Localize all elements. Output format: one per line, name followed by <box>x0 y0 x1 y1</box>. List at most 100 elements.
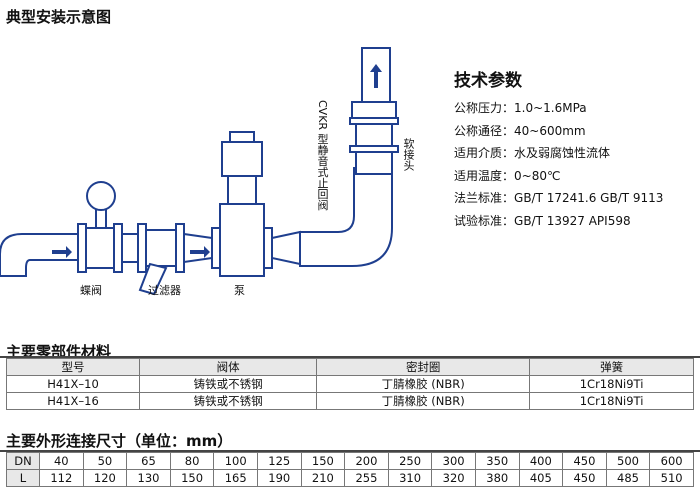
row-header-dn: DN <box>6 452 40 470</box>
table-cell: 450 <box>562 469 607 487</box>
pump-flange-left <box>211 227 221 269</box>
table-row-l: L 112 120 130 150 165 190 210 255 310 32… <box>6 469 694 487</box>
table-row-dn: DN 40 50 65 80 100 125 150 200 250 300 3… <box>6 452 694 470</box>
spec-label: 法兰标准： <box>454 191 515 205</box>
spec-value: 水及弱腐蚀性流体 <box>514 146 611 160</box>
check-valve-label: CVKR 型静音式止回阀 <box>316 100 329 211</box>
dims-divider <box>0 450 700 452</box>
table-cell: 165 <box>213 469 258 487</box>
table-cell: H41X–10 <box>5 375 141 393</box>
pipe-segment-1 <box>121 233 139 263</box>
table-cell: 铸铁或不锈钢 <box>139 375 318 393</box>
table-cell: 250 <box>387 452 433 470</box>
table-cell: 1Cr18Ni9Ti <box>529 392 694 410</box>
spec-row: 公称压力：1.0~1.6MPa <box>454 97 663 120</box>
table-cell: 铸铁或不锈钢 <box>139 392 318 410</box>
filter-flange-left <box>137 223 147 273</box>
butterfly-handwheel <box>86 181 116 211</box>
spec-label: 公称压力： <box>454 101 515 115</box>
spec-value: 1.0~1.6MPa <box>514 101 587 115</box>
spec-row: 试验标准：GB/T 13927 API598 <box>454 210 663 233</box>
soft-joint <box>355 151 393 175</box>
pump-motor <box>221 141 263 177</box>
table-cell: 80 <box>169 452 215 470</box>
table-cell: 210 <box>300 469 346 487</box>
spec-value: GB/T 13927 API598 <box>514 213 631 228</box>
filter-leg <box>138 262 168 296</box>
dims-table: DN 40 50 65 80 100 125 150 200 250 300 3… <box>6 452 694 487</box>
table-cell: 190 <box>256 469 302 487</box>
install-diagram-title: 典型安装示意图 <box>6 8 112 26</box>
tech-params-list: 公称压力：1.0~1.6MPa 公称通径：40~600mm 适用介质：水及弱腐蚀… <box>454 97 663 232</box>
butterfly-flange-right <box>113 223 123 273</box>
soft-joint-label: 软接头 <box>402 138 415 171</box>
table-cell: 120 <box>82 469 128 487</box>
table-cell: 200 <box>344 452 389 470</box>
table-cell: 500 <box>605 452 651 470</box>
pump-body <box>219 203 265 277</box>
spec-label: 适用介质： <box>454 146 515 160</box>
table-cell: 255 <box>344 469 389 487</box>
parts-divider <box>0 356 700 358</box>
butterfly-flange-left <box>77 223 87 273</box>
table-cell: 40 <box>39 452 84 470</box>
col-header-spring: 弹簧 <box>529 358 694 376</box>
spec-label: 试验标准： <box>454 213 515 228</box>
table-cell: 600 <box>649 452 694 470</box>
tech-params-title: 技术参数 <box>454 71 522 91</box>
spec-value: 0~80℃ <box>514 168 561 183</box>
col-header-seal: 密封圈 <box>316 358 531 376</box>
table-cell: 65 <box>126 452 171 470</box>
table-cell: 112 <box>39 469 84 487</box>
filter-flange-right <box>175 223 185 273</box>
table-header-row: 型号 阀体 密封圈 弹簧 <box>5 358 694 376</box>
flow-arrow-1 <box>52 246 72 258</box>
table-cell: 150 <box>300 452 346 470</box>
pump-motor-cap <box>229 131 255 143</box>
table-cell: 丁腈橡胶 (NBR) <box>316 375 531 393</box>
check-valve-body <box>355 123 393 147</box>
flow-arrow-2 <box>190 246 210 258</box>
pump-label: 泵 <box>234 284 245 297</box>
table-cell: 485 <box>605 469 651 487</box>
table-cell: 1Cr18Ni9Ti <box>529 375 694 393</box>
pump-flange-right <box>263 227 273 269</box>
row-header-l: L <box>6 469 40 487</box>
spec-row: 适用温度：0~80℃ <box>454 165 663 188</box>
table-cell: 125 <box>256 452 302 470</box>
pump-coupling <box>227 175 257 205</box>
spec-value: GB/T 17241.6 GB/T 9113 <box>514 191 664 205</box>
spec-value: 40~600mm <box>514 123 586 138</box>
spec-label: 公称通径： <box>454 123 515 138</box>
spec-label: 适用温度： <box>454 168 515 183</box>
table-cell: 405 <box>518 469 564 487</box>
table-cell: 100 <box>213 452 258 470</box>
table-cell: 400 <box>518 452 564 470</box>
upper-pipe-flange <box>351 101 397 119</box>
spec-row: 公称通径：40~600mm <box>454 120 663 143</box>
spec-row: 法兰标准：GB/T 17241.6 GB/T 9113 <box>454 187 663 210</box>
table-cell: 丁腈橡胶 (NBR) <box>316 392 531 410</box>
col-header-body: 阀体 <box>139 358 318 376</box>
butterfly-body <box>85 227 115 269</box>
parts-table: 型号 阀体 密封圈 弹簧 H41X–10 铸铁或不锈钢 丁腈橡胶 (NBR) 1… <box>5 358 694 410</box>
table-cell: 450 <box>562 452 607 470</box>
pipeline-drawing <box>0 47 399 296</box>
installation-diagram: 蝶阀 过滤器 泵 CVKR 型静音式止回阀 软接头 <box>0 28 450 340</box>
table-cell: 50 <box>82 452 128 470</box>
table-cell: 300 <box>431 452 476 470</box>
table-row: H41X–16 铸铁或不锈钢 丁腈橡胶 (NBR) 1Cr18Ni9Ti <box>5 392 694 410</box>
butterfly-valve-label: 蝶阀 <box>80 284 102 297</box>
table-cell: 380 <box>474 469 520 487</box>
table-row: H41X–10 铸铁或不锈钢 丁腈橡胶 (NBR) 1Cr18Ni9Ti <box>5 375 694 393</box>
outlet-elbow <box>299 167 393 267</box>
spec-row: 适用介质：水及弱腐蚀性流体 <box>454 142 663 165</box>
inlet-elbow <box>0 233 81 277</box>
filter-label: 过滤器 <box>148 284 181 297</box>
table-cell: 350 <box>474 452 520 470</box>
dims-title: 主要外形连接尺寸（单位：mm） <box>6 432 233 450</box>
col-header-model: 型号 <box>5 358 141 376</box>
table-cell: H41X–16 <box>5 392 141 410</box>
filter-body <box>145 229 177 267</box>
reducer-1 <box>183 232 213 264</box>
